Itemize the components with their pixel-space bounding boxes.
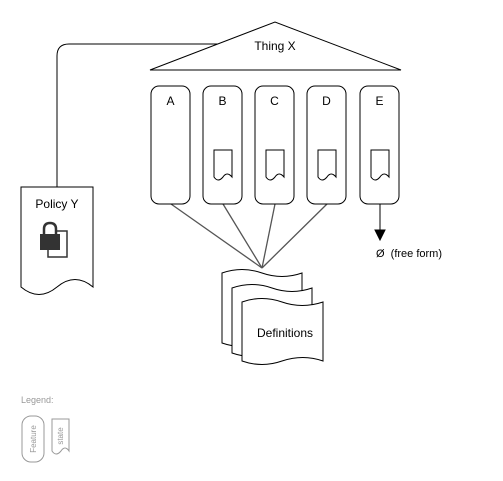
thing-x[interactable]: Thing X [149,21,402,71]
connector-c [261,203,276,269]
feature-d-state-icon [317,149,337,181]
legend-feature-shape [21,415,45,463]
definitions-doc-front [241,298,324,365]
legend-feature-label: Feature [29,425,38,453]
feature-b-label: B [218,94,226,108]
connector-b [222,203,263,269]
legend-state-label: state [56,427,65,445]
feature-e-label: E [375,94,383,108]
feature-a-label: A [166,94,174,108]
feature-d[interactable]: D [306,85,347,205]
connector-a [170,203,263,269]
legend-title: Legend: [21,395,54,405]
feature-a-box [150,85,191,205]
policy-thing-connector [56,43,218,187]
policy-y[interactable]: Policy Y [20,186,94,295]
feature-a[interactable]: A [150,85,191,205]
feature-b[interactable]: B [202,85,243,205]
arrow-head [374,229,386,242]
feature-b-state-icon [213,149,233,181]
policy-y-label: Policy Y [35,197,78,211]
free-form-label: Ø (free form) [376,248,442,260]
feature-d-label: D [322,94,331,108]
thing-x-shape [149,21,402,71]
definitions-label: Definitions [257,326,313,340]
legend-state-shape [51,418,70,455]
feature-e[interactable]: E [359,85,400,205]
connector-d [261,203,328,269]
feature-e-state-icon [370,149,390,181]
feature-c[interactable]: C [254,85,295,205]
definitions-stack[interactable]: Definitions [221,269,324,365]
legend: Legend: Feature state [21,395,70,463]
feature-c-state-icon [265,149,285,181]
feature-c-label: C [270,94,279,108]
lock-icon [40,221,68,258]
thing-x-label: Thing X [254,39,295,53]
free-form-arrow [374,204,386,242]
feature-definition-connectors [170,203,328,269]
